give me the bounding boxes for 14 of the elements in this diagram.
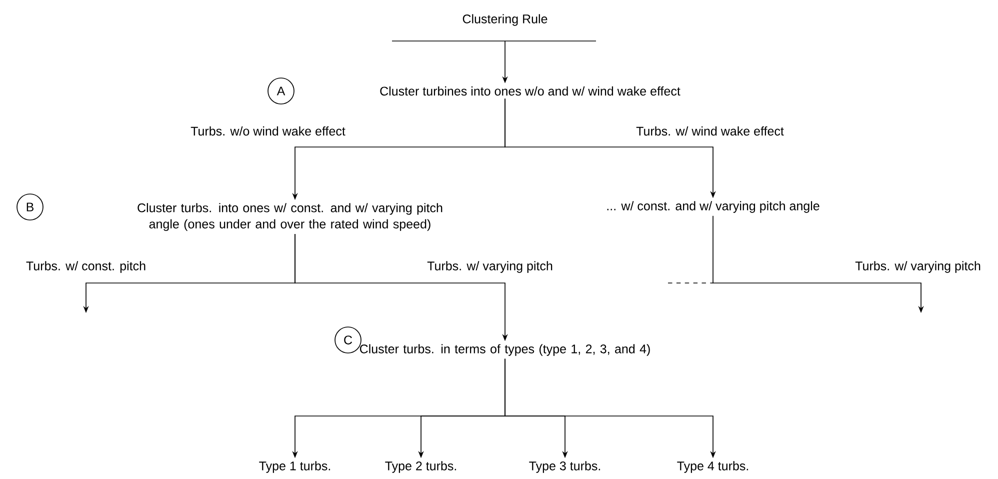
- step-text: Cluster turbines into ones w/o and w/ wind wake effect: [380, 86, 680, 96]
- step-text: Type 4 turbs.: [677, 461, 748, 473]
- step-text: Type 3 turbs.: [529, 461, 600, 473]
- edge-label: Turbs. w/ wind wake effect: [634, 125, 786, 137]
- step-text: Type 2 turbs.: [385, 461, 456, 473]
- title: Clustering Rule: [462, 14, 548, 26]
- edge-label: Turbs. w/ varying pitch: [426, 260, 554, 274]
- edge-label: Turbs. w/ const. pitch: [24, 260, 148, 274]
- edge-label: Turbs. w/ varying pitch: [854, 260, 982, 274]
- edge-label: Turbs. w/o wind wake effect: [189, 125, 347, 137]
- step-text: Cluster turbs. into ones w/ const. and w/ varying pitch angle (ones under and over the rated wind speed): [138, 203, 442, 231]
- step-text: ... w/ const. and w/ varying pitch angle: [607, 201, 820, 213]
- step-text: Cluster turbs. in terms of types (type 1, 2, 3, and 4): [360, 344, 650, 356]
- step-text: Type 1 turbs.: [259, 461, 330, 473]
